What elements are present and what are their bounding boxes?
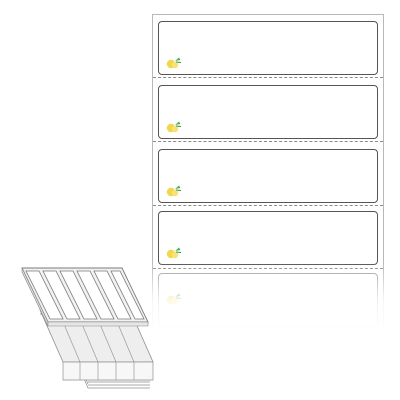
label-2 xyxy=(158,85,378,139)
label-5 xyxy=(158,273,378,327)
label-1 xyxy=(158,21,378,75)
brand-logo-icon xyxy=(166,185,182,197)
perforation-line xyxy=(153,141,383,142)
label-4 xyxy=(158,211,378,265)
brand-logo-icon xyxy=(166,57,182,69)
brand-logo-icon xyxy=(166,293,182,305)
perforation-line xyxy=(153,205,383,206)
brand-logo-icon xyxy=(166,247,182,259)
brand-logo-icon xyxy=(166,121,182,133)
label-strip xyxy=(152,14,384,327)
fanfold-label-stack xyxy=(21,267,154,389)
perforation-line xyxy=(153,268,383,269)
stack-top-panel xyxy=(21,267,149,327)
label-3 xyxy=(158,149,378,203)
perforation-line xyxy=(153,77,383,78)
